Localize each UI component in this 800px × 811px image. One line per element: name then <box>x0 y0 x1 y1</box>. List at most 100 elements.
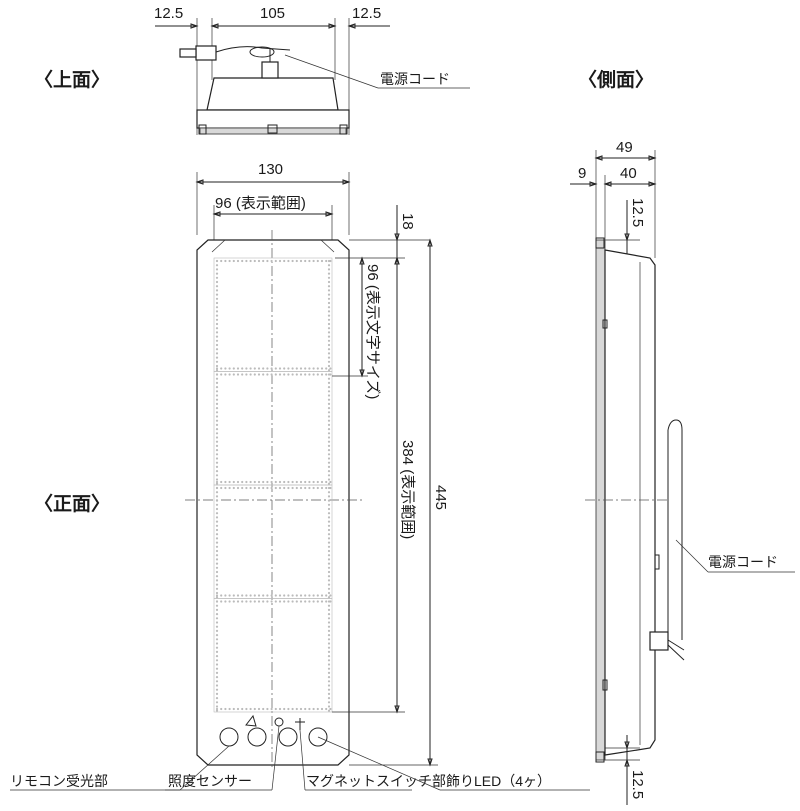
led-dot <box>232 707 235 711</box>
led-dot <box>327 617 331 620</box>
led-dot <box>215 377 219 380</box>
led-dot <box>224 373 227 376</box>
led-dot <box>215 524 219 527</box>
led-dot <box>241 480 244 484</box>
led-dot <box>283 259 286 263</box>
led-dot <box>215 436 219 439</box>
led-dot <box>215 594 219 597</box>
led-dot <box>327 697 331 700</box>
led-dot <box>299 594 303 597</box>
led-dot <box>215 680 219 683</box>
led-dot <box>327 394 331 397</box>
led-dot <box>308 594 311 597</box>
led-dot <box>327 575 331 578</box>
led-dot <box>327 297 331 300</box>
led-dot <box>327 407 331 410</box>
led-dot <box>320 367 324 370</box>
led-dot <box>316 707 319 711</box>
led-dot <box>327 676 331 679</box>
led-dot <box>291 486 294 490</box>
led-dot <box>215 461 219 464</box>
remote-receiver-marker-icon <box>245 714 257 727</box>
led-dot <box>327 398 331 401</box>
led-dot <box>241 486 244 490</box>
led-dot <box>215 339 219 342</box>
led-dot <box>327 625 331 628</box>
led-dot <box>327 570 331 574</box>
led-dot <box>215 625 219 628</box>
led-dot <box>327 272 331 275</box>
led-dot <box>316 594 319 597</box>
led-dot <box>327 373 331 376</box>
led-dot <box>215 373 219 376</box>
led-dot <box>236 594 240 597</box>
led-dot <box>308 600 311 603</box>
led-dot <box>274 600 277 603</box>
led-dot <box>327 621 331 624</box>
led-dot <box>304 707 307 711</box>
led-dot <box>220 480 223 484</box>
led-dot <box>215 512 219 515</box>
led-dot <box>295 259 298 263</box>
led-dot <box>215 516 219 519</box>
led-dot <box>249 486 252 490</box>
led-dot <box>220 594 223 597</box>
led-dot <box>327 604 331 607</box>
dim-top-left-margin: 12.5 <box>154 5 183 22</box>
led-dot <box>287 594 290 597</box>
led-dot <box>327 390 331 393</box>
led-dot <box>327 684 331 687</box>
led-dot <box>327 268 331 271</box>
led-dot <box>215 367 219 370</box>
led-dot <box>215 301 219 305</box>
led-dot <box>283 486 286 490</box>
led-dot <box>283 707 286 711</box>
led-dot <box>291 600 294 603</box>
led-dot <box>316 600 319 603</box>
led-dot <box>215 671 219 675</box>
led-dot <box>304 594 307 597</box>
dim-side-depth: 49 <box>616 139 633 156</box>
led-dot <box>224 367 227 370</box>
led-dot <box>327 591 331 595</box>
led-dot <box>266 480 269 484</box>
led-dot <box>215 335 219 338</box>
led-dot <box>245 259 248 263</box>
led-dot <box>327 310 331 313</box>
led-dot <box>327 562 331 565</box>
led-dot <box>283 367 286 370</box>
led-dot <box>283 480 286 484</box>
led-dot <box>215 306 219 309</box>
led-dot <box>215 613 219 616</box>
led-dot <box>327 339 331 342</box>
led-dot <box>327 293 331 296</box>
led-dot <box>215 364 219 368</box>
view-title-top: 〈上面〉 <box>34 68 110 91</box>
led-dot <box>327 377 331 380</box>
led-dot <box>215 621 219 624</box>
led-dot <box>215 268 219 271</box>
led-dot <box>215 474 219 477</box>
led-dot <box>215 587 219 590</box>
led-dot <box>262 373 265 376</box>
led-dot <box>249 600 252 603</box>
led-dot <box>308 373 311 376</box>
led-dot <box>215 394 219 397</box>
led-dot <box>316 373 319 376</box>
led-dot <box>274 486 277 490</box>
led-dot <box>327 482 331 485</box>
led-dot <box>283 373 286 376</box>
led-dot <box>327 512 331 515</box>
led-dot <box>270 600 273 603</box>
led-dot <box>232 486 235 490</box>
led-dot <box>299 367 303 370</box>
led-dot <box>215 655 219 658</box>
led-dot <box>249 707 252 711</box>
led-dot <box>253 259 256 263</box>
callout-remote-receiver: リモコン受光部 <box>10 773 108 789</box>
led-dot <box>262 707 265 711</box>
led-dot <box>215 381 219 384</box>
deco-led-icon <box>308 727 328 747</box>
led-dot <box>215 604 219 607</box>
led-dot <box>325 707 328 711</box>
